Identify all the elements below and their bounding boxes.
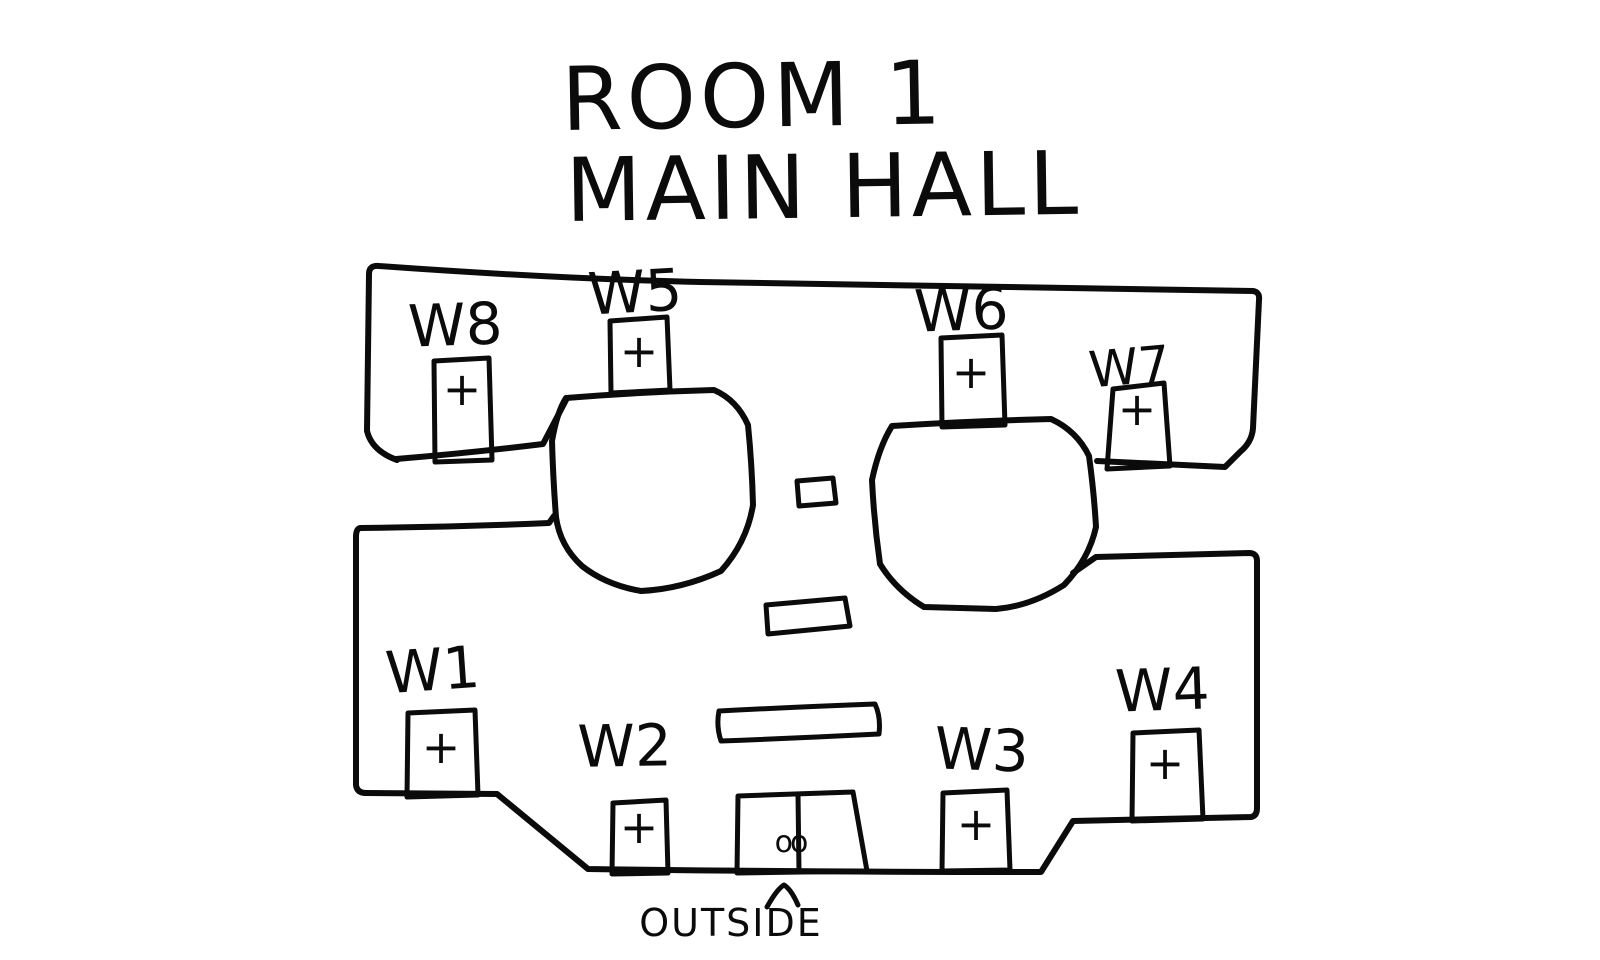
pillar-right-octagon: [869, 416, 1099, 612]
wall-upper-left-alcove: [393, 397, 569, 462]
window-plus-icon: +: [422, 720, 461, 774]
obstacle-long-table: [715, 701, 882, 744]
door-frame: [734, 789, 870, 876]
door-knobs: oo: [775, 825, 807, 860]
window-plus-icon: +: [957, 797, 996, 851]
window-label-w8: W8: [407, 289, 504, 360]
door-outside: oo: [734, 789, 870, 876]
page-title-line1: ROOM 1: [561, 41, 946, 151]
page-title-line2: MAIN HALL: [565, 132, 1083, 242]
window-w4: W4 +: [1114, 654, 1211, 824]
door-divider: [795, 791, 802, 875]
window-w5: W5 +: [586, 256, 684, 396]
window-frame-w4: [1129, 727, 1206, 824]
window-frame-w6: [938, 332, 1008, 430]
window-label-w2: W2: [577, 711, 672, 781]
outside-arrow-icon: [764, 882, 801, 910]
window-w8: W8 +: [407, 289, 504, 465]
window-w1: W1 +: [383, 633, 482, 800]
window-plus-icon: +: [1146, 736, 1185, 790]
window-label-w4: W4: [1114, 654, 1211, 725]
window-frame-w8: [431, 355, 495, 465]
window-label-w1: W1: [383, 633, 482, 707]
window-w3: W3 +: [933, 714, 1030, 874]
outside-label: OUTSIDE: [639, 901, 823, 945]
window-w6: W6 +: [913, 274, 1010, 430]
window-frame-w1: [404, 707, 481, 800]
window-frame-w3: [939, 787, 1013, 874]
window-frame-w7: [1104, 380, 1173, 472]
window-w7: W7 +: [1087, 335, 1173, 472]
window-plus-icon: +: [1118, 382, 1157, 436]
obstacle-small-square: [794, 475, 839, 509]
window-plus-icon: +: [620, 324, 659, 378]
window-plus-icon: +: [952, 345, 991, 399]
obstacle-mid-table: [763, 595, 853, 637]
window-plus-icon: +: [620, 800, 659, 854]
window-frame-w5: [607, 314, 673, 396]
pillar-left-octagon: [549, 387, 756, 594]
window-frame-w2: [609, 797, 671, 877]
window-w2: W2 +: [577, 711, 672, 877]
window-plus-icon: +: [443, 362, 482, 416]
wall-upper-band: [364, 262, 1263, 470]
window-label-w3: W3: [933, 714, 1030, 785]
